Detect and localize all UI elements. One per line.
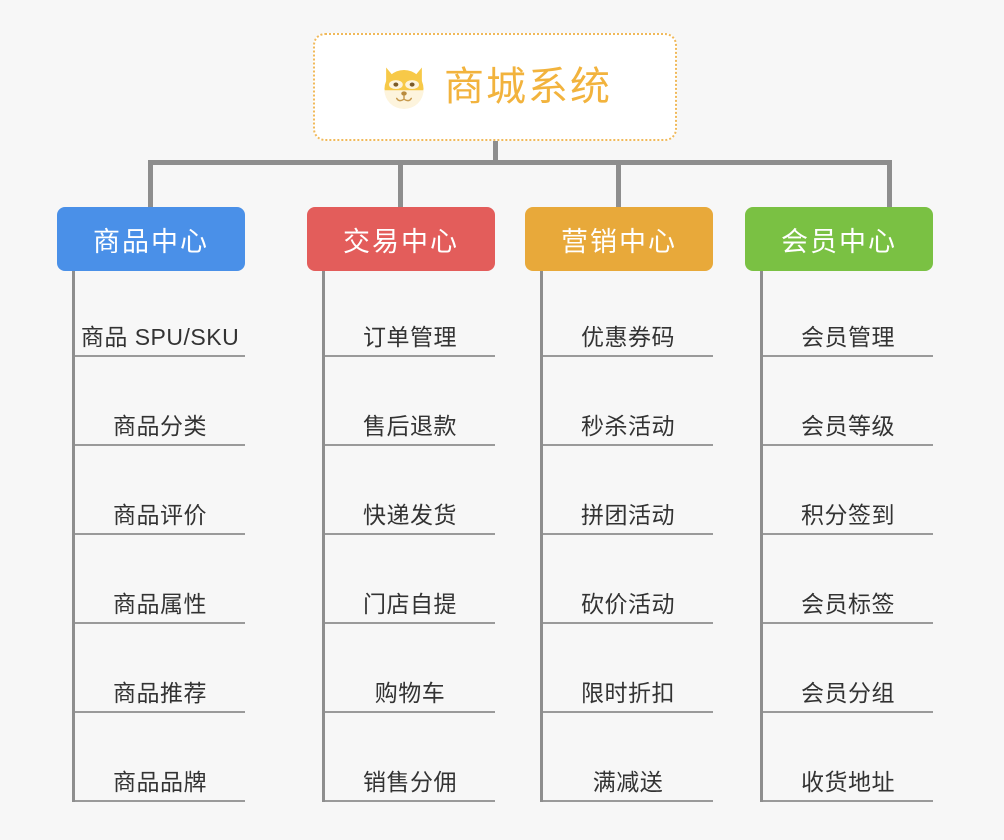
leaf-label: 会员分组 [801, 680, 895, 706]
leaf-item[interactable]: 砍价活动 [543, 535, 713, 624]
root-node[interactable]: 商城系统 [313, 33, 677, 141]
leaf-item[interactable]: 满减送 [543, 713, 713, 802]
leaf-item[interactable]: 商品品牌 [75, 713, 245, 802]
leaf-label: 积分签到 [801, 502, 895, 528]
leaf-item[interactable]: 限时折扣 [543, 624, 713, 713]
leaf-item[interactable]: 积分签到 [763, 446, 933, 535]
leaf-list-1: 商品 SPU/SKU 商品分类 商品评价 商品属性 商品推荐 商品品牌 [72, 271, 245, 802]
leaf-label: 商品分类 [113, 413, 207, 439]
branch-column-2: 交易中心 订单管理 售后退款 快递发货 门店自提 购物车 销售分佣 [307, 207, 495, 802]
connector-drop-1 [148, 160, 153, 208]
shiba-dog-face-icon [384, 67, 424, 109]
branch-header-label-3: 营销中心 [561, 226, 677, 257]
leaf-item[interactable]: 售后退款 [325, 357, 495, 446]
leaf-label: 门店自提 [363, 591, 457, 617]
leaf-item[interactable]: 商品分类 [75, 357, 245, 446]
branch-header-2[interactable]: 交易中心 [307, 207, 495, 271]
leaf-label: 收货地址 [801, 769, 895, 795]
leaf-label: 商品属性 [113, 591, 207, 617]
leaf-label: 购物车 [374, 680, 446, 706]
leaf-label: 售后退款 [363, 413, 457, 439]
connector-drop-3 [616, 160, 621, 208]
connector-root-stem [493, 141, 498, 164]
branch-column-1: 商品中心 商品 SPU/SKU 商品分类 商品评价 商品属性 商品推荐 商品品牌 [57, 207, 245, 802]
leaf-list-2: 订单管理 售后退款 快递发货 门店自提 购物车 销售分佣 [322, 271, 495, 802]
leaf-item[interactable]: 快递发货 [325, 446, 495, 535]
leaf-label: 会员等级 [801, 413, 895, 439]
branch-header-label-4: 会员中心 [781, 226, 897, 257]
leaf-list-3: 优惠券码 秒杀活动 拼团活动 砍价活动 限时折扣 满减送 [540, 271, 713, 802]
leaf-label: 秒杀活动 [581, 413, 675, 439]
leaf-item[interactable]: 会员标签 [763, 535, 933, 624]
leaf-list-4: 会员管理 会员等级 积分签到 会员标签 会员分组 收货地址 [760, 271, 933, 802]
leaf-item[interactable]: 会员分组 [763, 624, 933, 713]
leaf-label: 满减送 [592, 769, 664, 795]
leaf-item[interactable]: 销售分佣 [325, 713, 495, 802]
leaf-item[interactable]: 会员等级 [763, 357, 933, 446]
leaf-item[interactable]: 门店自提 [325, 535, 495, 624]
branch-header-label-1: 商品中心 [93, 226, 209, 257]
leaf-item[interactable]: 优惠券码 [543, 271, 713, 357]
root-title: 商城系统 [444, 65, 612, 109]
branch-header-3[interactable]: 营销中心 [525, 207, 713, 271]
leaf-label: 商品推荐 [113, 680, 207, 706]
leaf-label: 订单管理 [363, 324, 457, 350]
leaf-item[interactable]: 商品评价 [75, 446, 245, 535]
branch-column-4: 会员中心 会员管理 会员等级 积分签到 会员标签 会员分组 收货地址 [745, 207, 933, 802]
branch-header-4[interactable]: 会员中心 [745, 207, 933, 271]
leaf-label: 优惠券码 [581, 324, 675, 350]
leaf-label: 拼团活动 [581, 502, 675, 528]
leaf-item[interactable]: 订单管理 [325, 271, 495, 357]
leaf-label: 会员标签 [801, 591, 895, 617]
leaf-item[interactable]: 拼团活动 [543, 446, 713, 535]
leaf-item[interactable]: 购物车 [325, 624, 495, 713]
connector-drop-2 [398, 160, 403, 208]
leaf-item[interactable]: 商品 SPU/SKU [75, 271, 245, 357]
leaf-item[interactable]: 会员管理 [763, 271, 933, 357]
leaf-item[interactable]: 商品推荐 [75, 624, 245, 713]
branch-header-1[interactable]: 商品中心 [57, 207, 245, 271]
leaf-label: 销售分佣 [363, 769, 457, 795]
leaf-item[interactable]: 收货地址 [763, 713, 933, 802]
connector-horizontal-bus [148, 160, 892, 165]
connector-drop-4 [887, 160, 892, 208]
leaf-label: 商品品牌 [113, 769, 207, 795]
leaf-item[interactable]: 秒杀活动 [543, 357, 713, 446]
leaf-label: 会员管理 [801, 324, 895, 350]
leaf-label: 商品评价 [113, 502, 207, 528]
leaf-label: 砍价活动 [581, 591, 675, 617]
leaf-label: 快递发货 [363, 502, 457, 528]
branch-column-3: 营销中心 优惠券码 秒杀活动 拼团活动 砍价活动 限时折扣 满减送 [525, 207, 713, 802]
leaf-item[interactable]: 商品属性 [75, 535, 245, 624]
branch-header-label-2: 交易中心 [343, 226, 459, 257]
leaf-label: 商品 SPU/SKU [80, 324, 240, 350]
leaf-label: 限时折扣 [581, 680, 675, 706]
